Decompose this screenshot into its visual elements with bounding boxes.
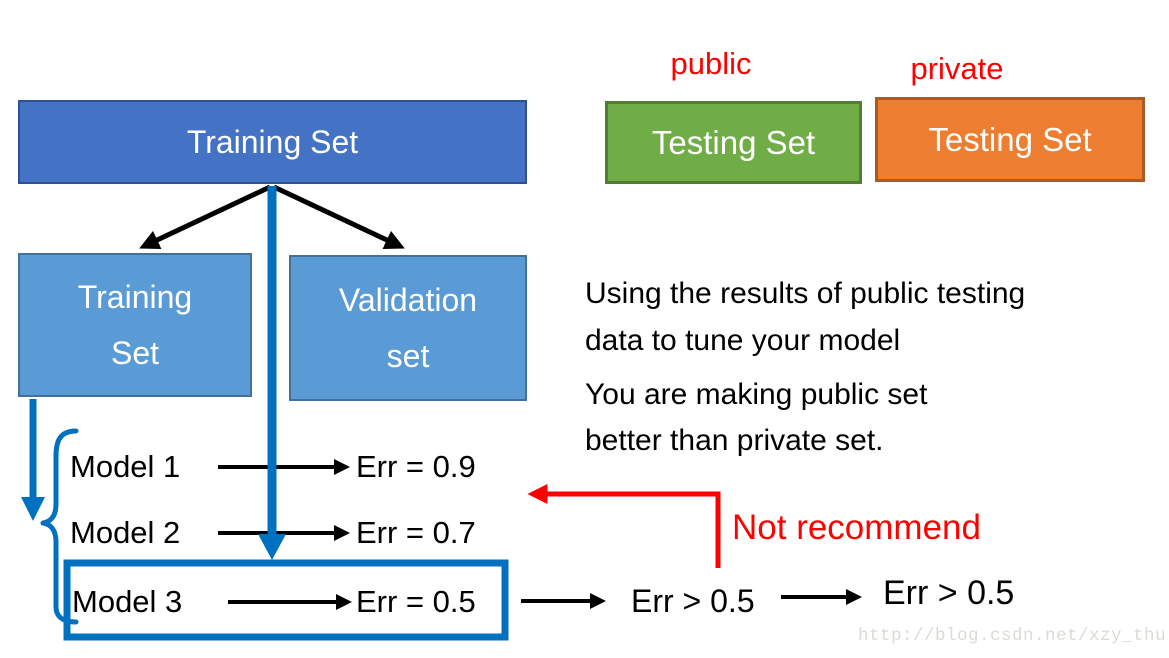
model-3-label: Model 3: [72, 584, 183, 619]
training-subset-line1: Training: [77, 279, 193, 315]
training-set-label: Training Set: [186, 123, 359, 160]
model-2-error-label: Err = 0.7: [356, 515, 476, 550]
validation-set-box: Validation set: [289, 255, 527, 401]
validation-set-line2: set: [386, 338, 430, 374]
note-tune-model: Using the results of public testing data…: [585, 270, 1025, 364]
training-subset-box: Training Set: [18, 253, 252, 397]
private-testing-set-box: Testing Set: [875, 97, 1145, 182]
train-to-model3-arrowhead: [258, 534, 286, 560]
watermark: http://blog.csdn.net/xzy_thu: [857, 626, 1166, 646]
validation-set-line1: Validation: [338, 282, 478, 318]
private-testing-set-label: Testing Set: [928, 120, 1092, 158]
training-subset-line2: Set: [110, 335, 160, 371]
note-public-better: You are making public set better than pr…: [585, 372, 927, 464]
model-3-error-label: Err = 0.5: [356, 584, 476, 619]
public-tag-label: public: [670, 46, 752, 81]
note-public-better-line2: better than private set.: [585, 424, 884, 457]
model-1-error-label: Err = 0.9: [356, 449, 476, 484]
private-tag-label: private: [910, 51, 1004, 86]
note-tune-model-line2: data to tune your model: [585, 324, 901, 357]
training-set-box: Training Set: [18, 100, 527, 184]
subset-to-models-arrowhead: [21, 497, 45, 521]
private-err-label: Err > 0.5: [883, 574, 1015, 612]
split-arrow-left: [139, 184, 272, 249]
note-tune-model-line1: Using the results of public testing: [585, 277, 1026, 310]
public-testing-set-box: Testing Set: [605, 101, 862, 184]
public-err-label: Err > 0.5: [631, 583, 755, 619]
model-2-label: Model 2: [70, 515, 181, 550]
public-testing-set-label: Testing Set: [651, 123, 816, 161]
split-arrow-right: [272, 184, 405, 249]
not-recommend-arrow: [527, 484, 721, 568]
model-1-label: Model 1: [70, 449, 181, 484]
not-recommend-label: Not recommend: [732, 508, 981, 547]
note-public-better-line1: You are making public set: [585, 378, 928, 411]
